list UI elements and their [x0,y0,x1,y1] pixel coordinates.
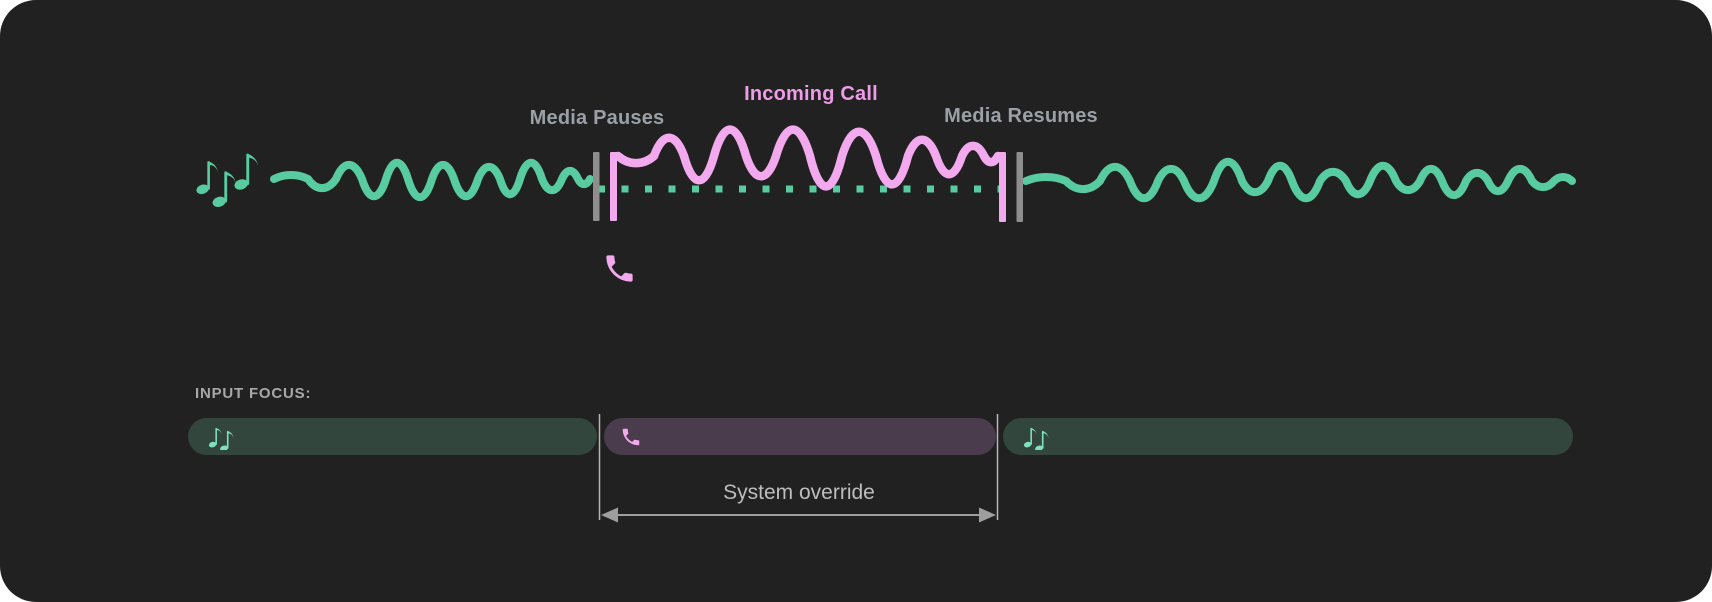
system-override-label: System override [723,481,875,504]
override-arrow-left-head [601,507,618,523]
music-notes-icon [208,427,234,450]
media-wave-after [1022,157,1576,203]
focus-bar-call [604,418,996,455]
pause-marker-pink-bar [610,152,617,221]
input-focus-heading: INPUT FOCUS: [195,385,312,402]
focus-bar-media-before [188,418,597,455]
resume-marker-pink-bar [999,152,1006,222]
resume-marker-gray-bar [1016,152,1023,222]
override-arrow-right-head [979,507,996,523]
phone-icon [606,255,633,282]
phone-icon [622,428,640,445]
call-wave [613,125,1003,191]
music-notes-icon [196,153,259,208]
media-resumes-label: Media Resumes [944,105,1098,127]
pause-marker-gray-bar [593,152,600,221]
focus-bar-media-after [1003,418,1573,455]
media-wave-before [270,158,594,202]
incoming-call-label: Incoming Call [744,83,878,105]
media-pauses-label: Media Pauses [529,107,665,129]
music-notes-icon [1023,427,1049,450]
